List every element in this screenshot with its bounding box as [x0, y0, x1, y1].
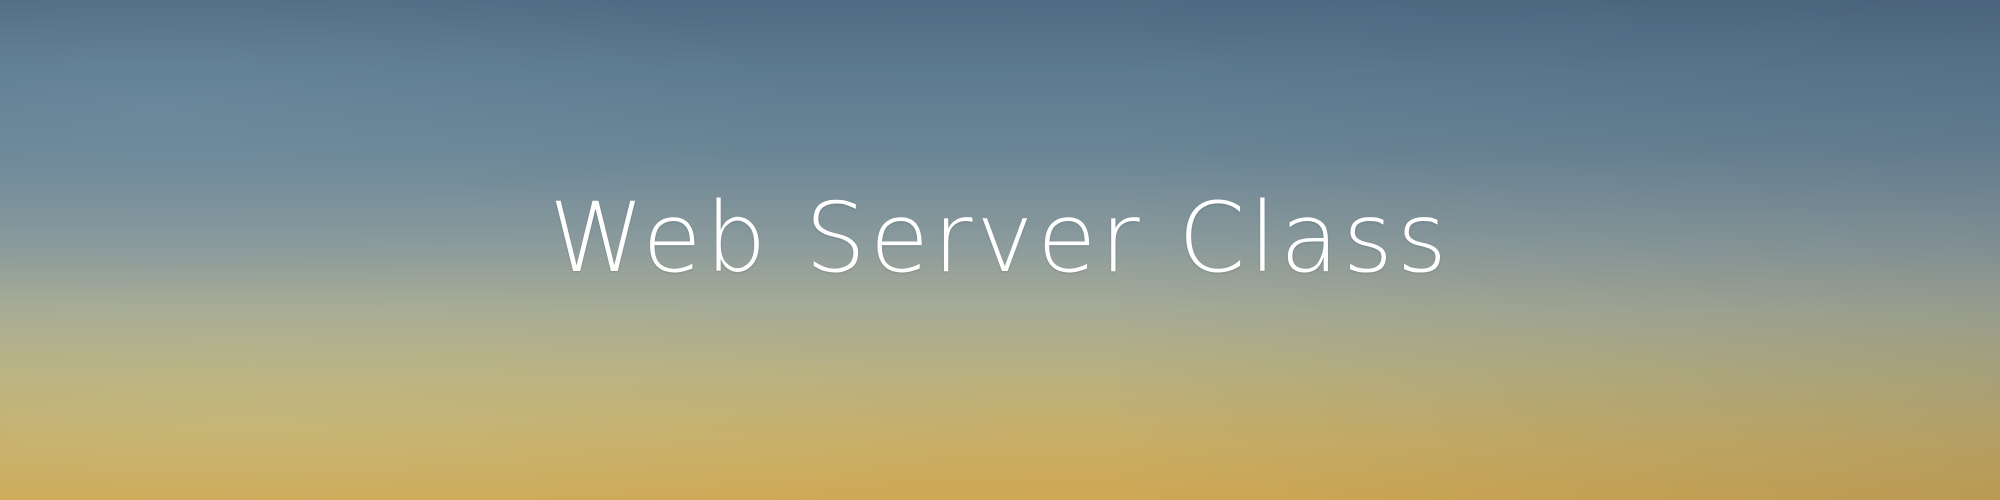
page-title: Web Server Class — [549, 182, 1451, 294]
